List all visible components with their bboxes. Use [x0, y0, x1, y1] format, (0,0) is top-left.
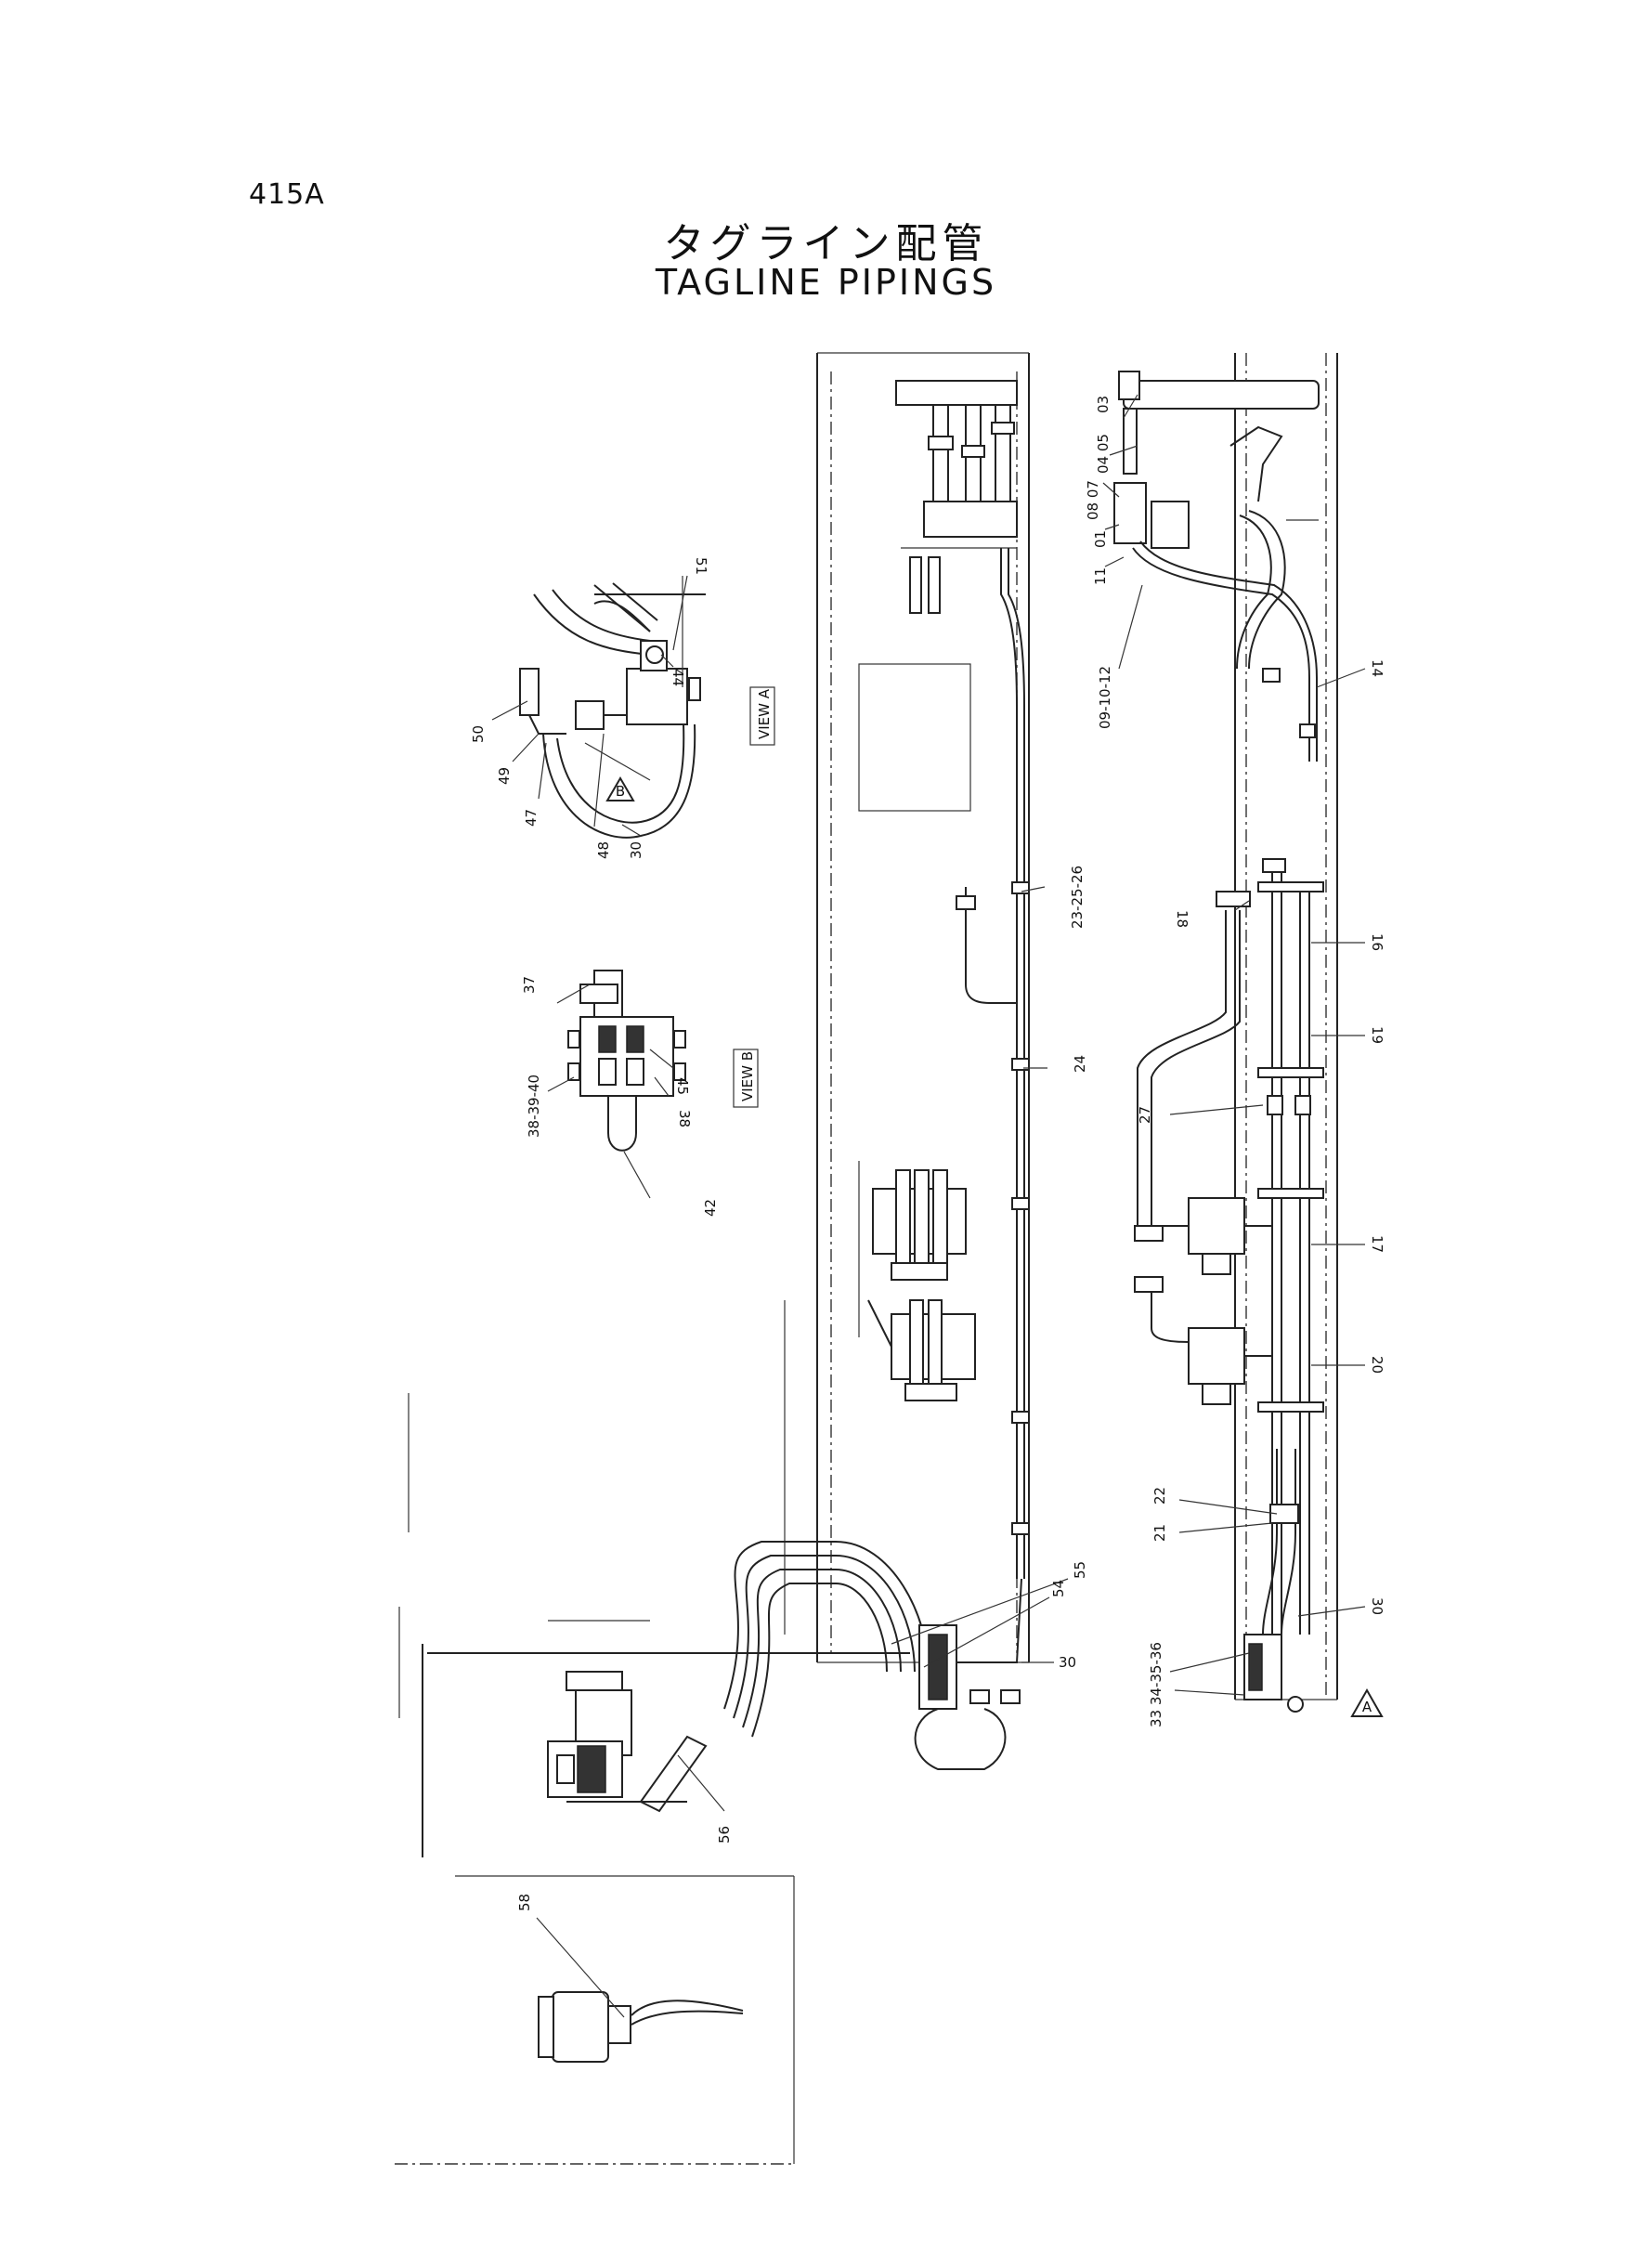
callout-01: 01 — [1092, 530, 1109, 548]
callout-47: 47 — [523, 809, 540, 827]
callout-04-05: 04 05 — [1095, 434, 1112, 474]
callout-50: 50 — [470, 725, 487, 743]
callout-42: 42 — [702, 1199, 719, 1217]
title-english: TAGLINE PIPINGS — [655, 262, 997, 303]
callout-33-34-35-36: 33 34-35-36 — [1148, 1642, 1164, 1727]
callout-30-lower: 30 — [1059, 1654, 1076, 1671]
callout-03: 03 — [1095, 396, 1112, 413]
callout-49: 49 — [496, 767, 513, 785]
callout-30-view-a: 30 — [628, 841, 644, 859]
marker-a-label: A — [1362, 1699, 1372, 1715]
callout-18: 18 — [1174, 910, 1190, 928]
view-b-label: VIEW B — [739, 1051, 756, 1101]
callout-38-39-40: 38-39-40 — [526, 1075, 542, 1138]
callout-51: 51 — [693, 557, 709, 575]
view-a-detail: B 51 44 50 49 47 48 30 VIEW A — [470, 557, 775, 859]
callout-56: 56 — [716, 1826, 733, 1844]
view-b-detail: 37 45 38 38-39-40 42 VIEW B — [521, 970, 759, 1217]
callout-17: 17 — [1369, 1235, 1385, 1253]
callout-30-right: 30 — [1369, 1597, 1385, 1615]
page-number: 415A — [249, 178, 325, 211]
callout-16: 16 — [1369, 933, 1385, 951]
winch-area: 56 — [398, 1393, 910, 1857]
marker-b-label: B — [616, 783, 625, 800]
callout-19: 19 — [1369, 1026, 1385, 1044]
callout-48: 48 — [595, 841, 612, 859]
callout-54: 54 — [1050, 1580, 1067, 1597]
callout-44: 44 — [670, 669, 686, 686]
title-japanese: タグライン配管 — [663, 220, 989, 267]
callout-08-07: 08 07 — [1085, 480, 1101, 520]
callout-24: 24 — [1072, 1055, 1088, 1073]
callout-21: 21 — [1151, 1524, 1168, 1542]
callout-27: 27 — [1137, 1106, 1153, 1124]
callout-58: 58 — [516, 1894, 533, 1911]
callout-38: 38 — [676, 1110, 693, 1127]
callout-55: 55 — [1072, 1561, 1088, 1579]
view-a-label: VIEW A — [756, 688, 773, 739]
bottom-detail: 58 — [395, 1875, 795, 2165]
callout-22: 22 — [1151, 1487, 1168, 1505]
boom-frame-left: 23-25-26 24 55 54 30 — [723, 352, 1088, 1770]
callout-37: 37 — [521, 976, 538, 994]
callout-23-25-26: 23-25-26 — [1069, 866, 1086, 929]
callout-20: 20 — [1369, 1356, 1385, 1374]
boom-frame-right: 03 04 05 08 07 01 11 09-10-12 14 18 16 1… — [1085, 353, 1385, 1727]
callout-14: 14 — [1369, 659, 1385, 677]
callout-09-10-12: 09-10-12 — [1097, 666, 1113, 729]
callout-11: 11 — [1092, 567, 1109, 585]
callout-45: 45 — [674, 1077, 691, 1095]
